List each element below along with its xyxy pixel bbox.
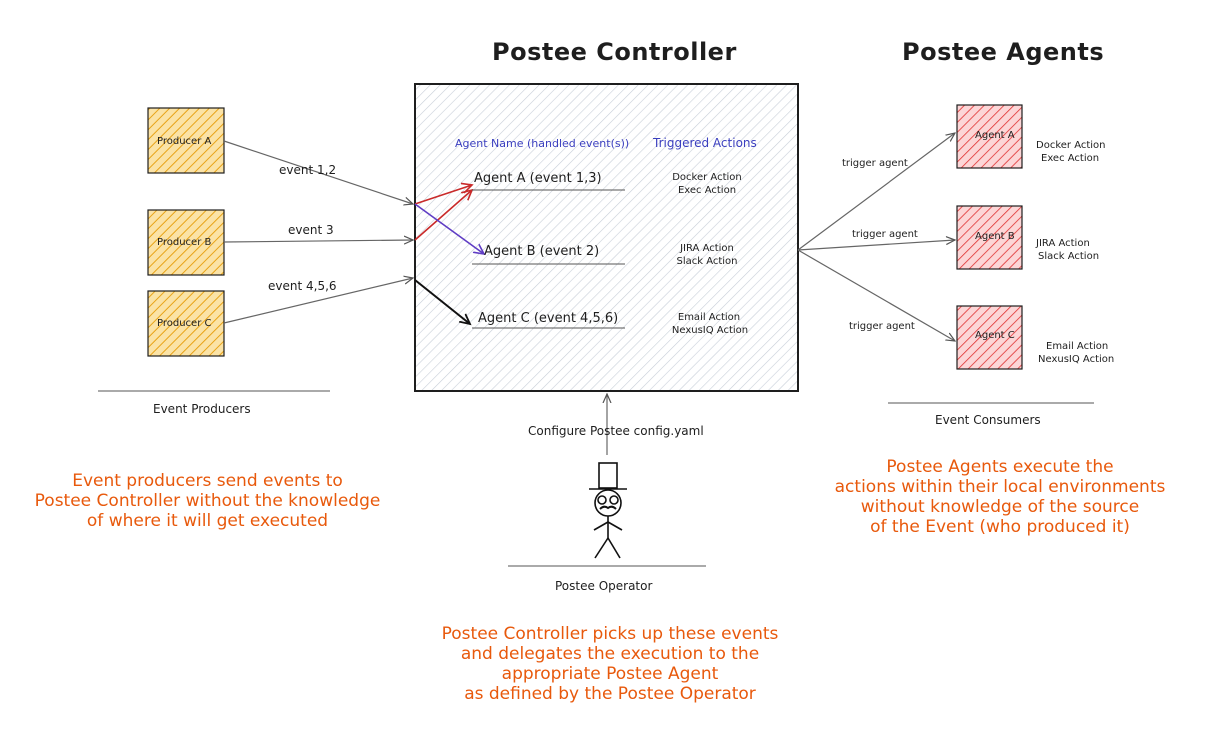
controller-action-c2: NexusIQ Action [671, 325, 749, 336]
controller-agent-row-a: Agent A (event 1,3) [474, 171, 602, 186]
agents-note: Postee Agents execute the actions within… [800, 457, 1200, 537]
trigger-label-a: trigger agent [842, 158, 908, 169]
operator-figure-icon [589, 462, 627, 559]
agent-a-action-2: Exec Action [1041, 153, 1100, 164]
arrow-trigger-a [797, 133, 955, 251]
producer-label-c: Producer C [157, 318, 212, 329]
trigger-label-c: trigger agent [849, 321, 915, 332]
controller-note-line: Postee Controller picks up these events [441, 624, 779, 644]
event-label-a: event 1,2 [279, 163, 337, 177]
controller-action-a1: Docker Action [672, 172, 742, 183]
arrow-producer-b [223, 240, 413, 242]
controller-note-line: as defined by the Postee Operator [464, 684, 756, 704]
agent-box-label-c: Agent C [975, 330, 1015, 341]
route-arrow-red-1 [414, 185, 472, 205]
agent-c-action-1: Email Action [1046, 341, 1109, 352]
controller-action-a2: Exec Action [677, 185, 737, 196]
controller-note: Postee Controller picks up these events … [410, 624, 810, 704]
agents-title: Postee Agents [902, 38, 1105, 66]
controller-title: Postee Controller [492, 38, 737, 66]
route-arrow-red-2 [414, 190, 472, 241]
agent-b-action-1: JIRA Action [1036, 238, 1090, 249]
controller-action-b2: Slack Action [676, 256, 738, 267]
producer-box-b [147, 209, 225, 276]
agents-note-line: Postee Agents execute the [886, 457, 1114, 477]
route-arrow-black [414, 279, 470, 324]
arrow-trigger-c [797, 249, 955, 341]
event-label-b: event 3 [288, 223, 334, 237]
controller-box [414, 83, 799, 392]
agent-c-action-2: NexusIQ Action [1038, 354, 1115, 365]
agent-b-action-2: Slack Action [1038, 251, 1100, 262]
producer-label-b: Producer B [157, 237, 212, 248]
controller-note-line: and delegates the execution to the [460, 644, 760, 664]
agent-box-c [956, 305, 1023, 370]
controller-agent-row-b: Agent B (event 2) [484, 244, 600, 259]
arrow-producer-c [223, 278, 413, 324]
agent-a-action-1: Docker Action [1036, 140, 1106, 151]
consumers-section-label: Event Consumers [935, 413, 1041, 427]
agents-note-line: without knowledge of the source [860, 497, 1140, 517]
event-label-c: event 4,5,6 [268, 279, 337, 293]
producers-note-line: Event producers send events to [72, 471, 343, 491]
arrow-producer-a [223, 140, 413, 204]
producer-box-c [147, 290, 225, 357]
producer-box-a [147, 107, 225, 174]
controller-action-c1: Email Action [677, 312, 741, 323]
agent-name-column-header: Agent Name (handled event(s)) [455, 137, 630, 150]
producer-label-a: Producer A [157, 136, 212, 147]
trigger-label-b: trigger agent [852, 229, 918, 240]
triggered-actions-column-header: Triggered Actions [653, 136, 757, 150]
agent-box-b [956, 205, 1023, 270]
route-arrow-purple [414, 203, 484, 254]
operator-label: Postee Operator [555, 579, 653, 593]
producers-section-label: Event Producers [153, 402, 251, 416]
controller-action-b1: JIRA Action [680, 243, 734, 254]
controller-agent-row-c: Agent C (event 4,5,6) [478, 311, 619, 326]
configure-config-label: Configure Postee config.yaml [528, 424, 704, 438]
arrow-trigger-b [797, 240, 955, 251]
agent-box-label-a: Agent A [975, 130, 1015, 141]
agent-box-label-b: Agent B [975, 231, 1015, 242]
producers-note-line: of where it will get executed [86, 511, 329, 531]
producers-note-line: Postee Controller without the knowledge [34, 491, 381, 511]
agent-box-a [956, 104, 1023, 169]
agents-note-line: actions within their local environments [834, 477, 1166, 497]
agents-note-line: of the Event (who produced it) [870, 517, 1130, 537]
controller-note-line: appropriate Postee Agent [501, 664, 719, 684]
producers-note: Event producers send events to Postee Co… [0, 471, 415, 531]
